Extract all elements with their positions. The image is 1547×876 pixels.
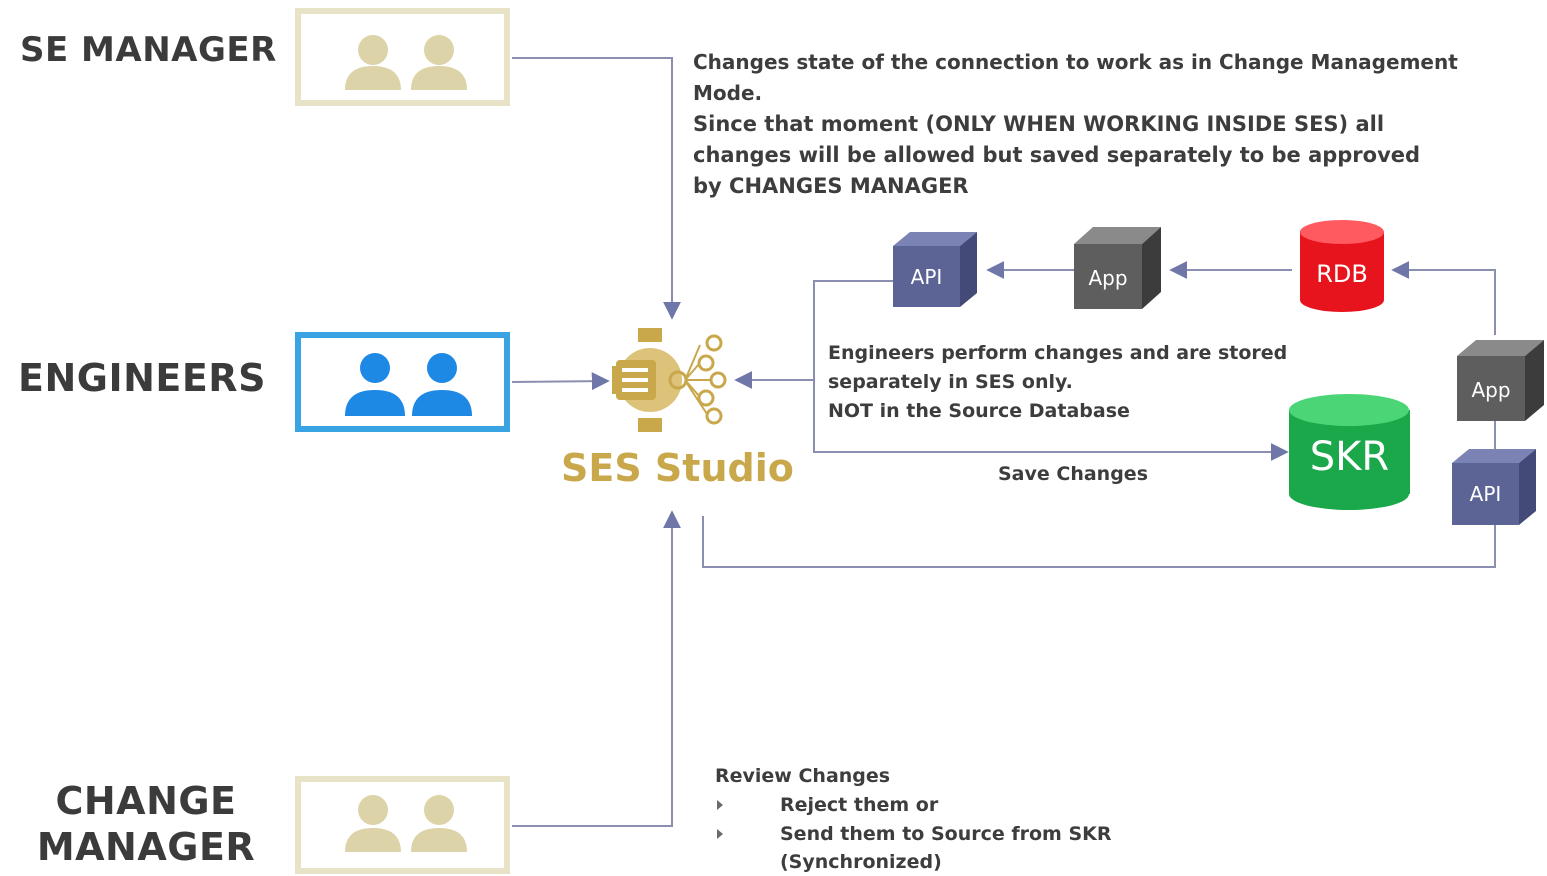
se-manager-note: Changes state of the connection to work … (693, 47, 1513, 202)
api-top-label: API (910, 265, 943, 289)
right-api-loop-connector (702, 516, 1496, 568)
save-changes-connector (813, 380, 1289, 461)
app-top-label: App (1088, 266, 1128, 290)
api-right-label: API (1469, 482, 1502, 506)
note-line: Since that moment (ONLY WHEN WORKING INS… (693, 112, 1385, 136)
right-app-to-rdb-connector (1391, 261, 1496, 335)
people-icon (345, 353, 472, 416)
engineers-box (295, 332, 510, 432)
review-changes-title: Review Changes (715, 765, 891, 787)
change-manager-connector (512, 510, 681, 827)
review-item-send: Send them to Source from SKR (780, 823, 1112, 845)
note-line: by CHANGES MANAGER (693, 174, 969, 198)
review-item-reject: Reject them or (780, 794, 939, 816)
ses-studio-icon (612, 328, 727, 432)
engineers-label: ENGINEERS (18, 356, 266, 400)
se-manager-connector (512, 57, 681, 320)
change-manager-label: CHANGE MANAGER (18, 778, 274, 870)
note-line: NOT in the Source Database (828, 400, 1130, 422)
api-cube-top (893, 232, 977, 307)
api-to-studio-connector (734, 280, 893, 389)
se-manager-label: SE MANAGER (20, 30, 277, 70)
ses-studio-label: SES Studio (561, 446, 794, 490)
note-line: Changes state of the connection to work … (693, 50, 1458, 74)
api-cube-right (1452, 449, 1536, 525)
note-line: separately in SES only. (828, 371, 1073, 393)
bullet-arrow-2 (717, 829, 723, 839)
app-cube-right (1457, 340, 1544, 421)
change-manager-label-line1: CHANGE (55, 779, 237, 823)
rdb-label: RDB (1316, 260, 1368, 288)
engineers-connector (511, 372, 610, 391)
save-changes-label: Save Changes (998, 463, 1149, 485)
note-line: Mode. (693, 81, 763, 105)
se-manager-box (295, 8, 510, 106)
review-item-sync: (Synchronized) (780, 851, 942, 873)
rdb-cylinder (1300, 220, 1384, 312)
note-line: Engineers perform changes and are stored (828, 342, 1288, 364)
skr-label: SKR (1309, 434, 1390, 480)
app-right-label: App (1471, 378, 1511, 402)
engineers-note: Engineers perform changes and are stored… (828, 339, 1308, 426)
change-manager-label-line2: MANAGER (36, 825, 256, 869)
note-line: changes will be allowed but saved separa… (693, 143, 1421, 167)
app-cube-top (1074, 227, 1161, 309)
people-icon (345, 795, 467, 852)
people-icon (345, 35, 467, 90)
skr-cylinder (1289, 394, 1410, 510)
bullet-arrow-1 (717, 800, 723, 810)
change-manager-box (295, 776, 510, 874)
